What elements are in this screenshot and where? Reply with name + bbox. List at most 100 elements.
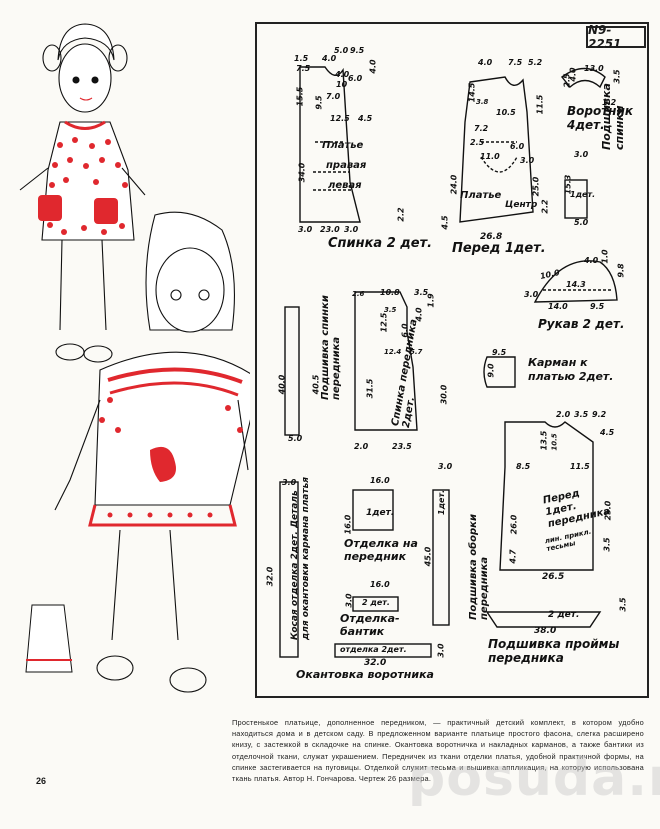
collar-band-title: Окантовка воротника: [296, 668, 434, 681]
dim-apron-back-5: 4.0: [414, 307, 424, 322]
dim-front-2: 5.2: [528, 58, 543, 67]
dim-bow-1: 3.0: [344, 593, 354, 608]
dim-apron-front-5: 4.5: [600, 428, 615, 437]
dim-apron-back-2: 3.5: [414, 288, 429, 297]
dim-front-12: 24.0: [449, 174, 459, 195]
dim-back-15: 3.0: [298, 225, 313, 234]
apron-hem-piece: 1дет.: [437, 489, 446, 515]
dim-apron-hem-0: 3.0: [438, 462, 453, 471]
piece-apron-back-outline: [354, 291, 418, 431]
collar-title: Воротник 4дет.: [567, 104, 634, 132]
watermark: posuda.ru: [408, 748, 660, 808]
dim-apron-back-8: 6.0: [400, 323, 410, 338]
dim-apron-hem-1: 45.0: [423, 546, 433, 567]
dim-apron-back-facing-0: 40.0: [277, 374, 287, 395]
dim-apron-back-facing-2: 5.0: [288, 434, 303, 443]
sleeve-title: Рукав 2 дет.: [538, 317, 625, 331]
dim-back-13: 4.5: [358, 114, 373, 123]
back-facing-piece: 1дет.: [570, 190, 596, 199]
mini-dress-sketch: [25, 604, 73, 673]
dim-back-facing-1: 3.0: [574, 150, 589, 159]
dim-bow-0: 16.0: [370, 580, 390, 589]
girl-small-dots: [38, 137, 128, 235]
dim-back-7: 4.0: [335, 70, 350, 79]
dim-back-6: 9.5: [314, 95, 324, 110]
apron-hem-title: Подшивка оборки передника: [468, 514, 490, 620]
girl-large: [54, 211, 250, 693]
piece-armhole-outline: [485, 611, 602, 628]
dim-front-10: 11.0: [480, 152, 500, 161]
dim-back-2: 4.0: [322, 54, 337, 63]
pattern-number: N9-2251: [586, 23, 646, 51]
dim-apron-front-8: 26.0: [509, 514, 519, 535]
dim-apron-front-11: 3.5: [602, 537, 612, 552]
dim-back-12: 12.5: [330, 114, 350, 123]
dim-back-9: 10: [336, 80, 348, 89]
dim-trim-apron-0: 16.0: [370, 476, 390, 485]
dim-front-9: 6.0: [510, 142, 525, 151]
dim-apron-back-9: 1.9: [426, 293, 436, 308]
dim-front-5: 10.5: [496, 108, 516, 117]
front-title: Перед 1дет.: [452, 241, 546, 256]
dim-front-1: 7.5: [508, 58, 523, 67]
dim-pocket-0: 9.5: [492, 348, 507, 357]
illustration: [19, 23, 250, 693]
front-center: Центр: [505, 200, 538, 210]
dim-apron-front-1: 3.5: [574, 410, 589, 419]
piece-front-outline: [459, 76, 534, 223]
dim-apron-front-4: 10.5: [550, 433, 559, 451]
dim-front-16: 2.2: [540, 199, 550, 214]
piece-back-facing-outline: [564, 179, 588, 219]
dim-apron-back-4: 12.5: [379, 312, 389, 333]
dim-armhole-0: 38.0: [534, 626, 557, 636]
page-number: 26: [36, 776, 47, 786]
armhole-piece: 2 дет.: [548, 610, 580, 620]
piece-apron-back-facing-outline: [284, 306, 300, 436]
pocket-title: Карман к платью 2дет.: [528, 356, 614, 383]
dim-front-11: 3.0: [520, 156, 535, 165]
dim-pocket-1: 9.0: [486, 363, 496, 378]
piece-bias-pocket-outline: [279, 481, 299, 658]
dim-back-17: 3.0: [344, 225, 359, 234]
description-text: Простенькое платьице, дополненное передн…: [232, 718, 644, 784]
dim-apron-front-10: 4.7: [508, 549, 518, 564]
dim-apron-back-7: 5.7: [410, 348, 423, 356]
dim-bias-pocket-0: 32.0: [265, 566, 275, 587]
piece-collar-band-outline: [334, 643, 432, 658]
dim-back-4: 9.5: [350, 46, 365, 55]
piece-sleeve-outline: [533, 260, 618, 303]
dim-back-5: 15.5: [295, 86, 305, 107]
girl-small: [19, 23, 146, 363]
dim-apron-back-11: 2.0: [354, 442, 369, 451]
dim-sleeve-2: 14.3: [566, 280, 586, 289]
dim-sleeve-1: 4.0: [584, 256, 599, 265]
dim-apron-front-9: 26.5: [542, 572, 565, 582]
dim-back-14: 34.0: [297, 162, 307, 183]
dim-front-14: 4.5: [440, 215, 450, 230]
dim-back-facing-2: 5.0: [574, 218, 589, 227]
dim-back-facing-0: 15.3: [563, 174, 573, 195]
dim-apron-back-0: 2.6: [352, 290, 365, 298]
piece-pocket-outline: [483, 356, 516, 388]
dim-apron-front-7: 11.5: [570, 462, 590, 471]
dim-front-0: 4.0: [478, 58, 493, 67]
dim-back-1: 7.5: [296, 64, 311, 73]
front-body: Платье: [460, 190, 502, 201]
dim-apron-back-10: 31.5: [365, 378, 375, 399]
dim-back-18: 2.2: [396, 207, 406, 222]
girl-large-dots: [99, 397, 243, 518]
dim-apron-back-1: 10.8: [380, 288, 400, 297]
dim-apron-back-13: 30.0: [439, 384, 449, 405]
bow-piece: 2 дет.: [362, 598, 390, 607]
dim-apron-front-2: 9.2: [592, 410, 607, 419]
dim-apron-front-0: 2.0: [556, 410, 571, 419]
back-label-left: левая: [328, 180, 362, 191]
dim-back-0: 1.5: [294, 54, 309, 63]
piece-apron-hem-outline: [432, 489, 450, 626]
dim-collar-2: 4.0: [568, 67, 578, 82]
dim-sleeve-4: 3.0: [524, 290, 539, 299]
dim-sleeve-6: 9.5: [590, 302, 605, 311]
bow-title: Отделка-бантик: [340, 612, 400, 638]
dim-collar-4: 1.2: [602, 98, 617, 107]
piece-apron-front-outline: [499, 421, 594, 571]
